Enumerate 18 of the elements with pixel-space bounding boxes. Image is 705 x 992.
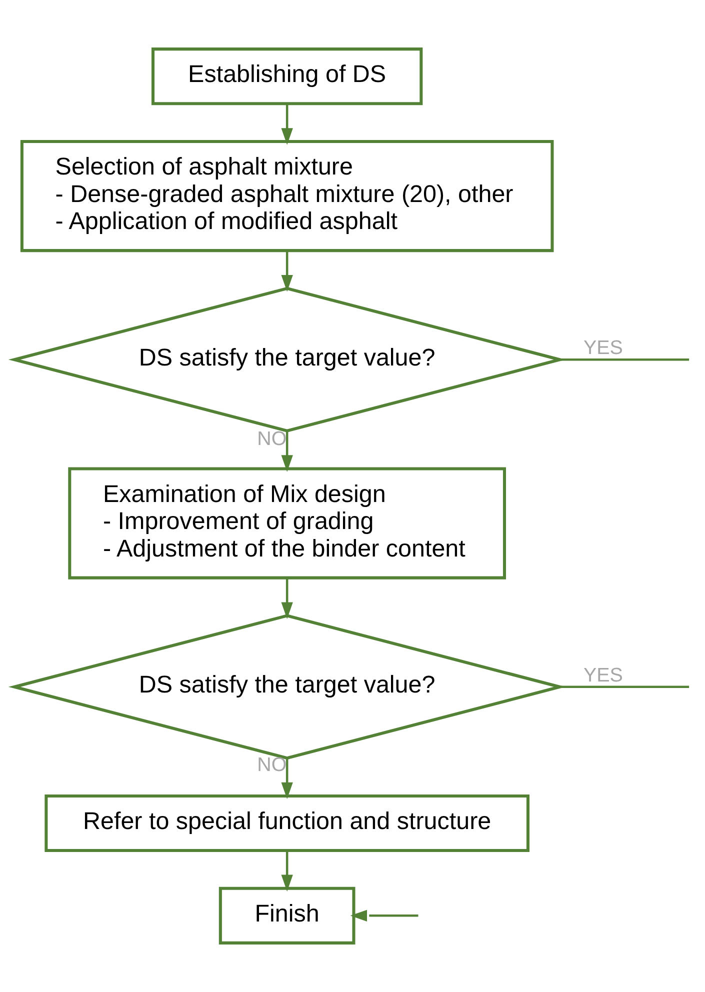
node-box: Establishing of DS [151,48,423,106]
connector [560,358,690,361]
arrow [281,758,293,800]
arrow [281,104,293,145]
edge-label: NO [257,754,287,776]
connector [560,686,690,688]
edge-label: YES [584,337,623,360]
edge-label: YES [584,664,623,686]
node-box: Finish [218,886,356,944]
arrow [281,850,293,892]
arrow [281,250,293,292]
arrow [281,431,293,472]
arrow [281,578,293,619]
node-box: Selection of asphalt mixture - Dense-graded asphalt mixture (20), other - Application of modified asphalt [20,140,554,252]
node-box: Refer to special function and structure [44,794,530,852]
arrow [350,910,418,922]
node-box: Examination of Mix design - Improvement of grading - Adjustment of the binder content [68,467,506,580]
edge-label: NO [257,428,287,450]
